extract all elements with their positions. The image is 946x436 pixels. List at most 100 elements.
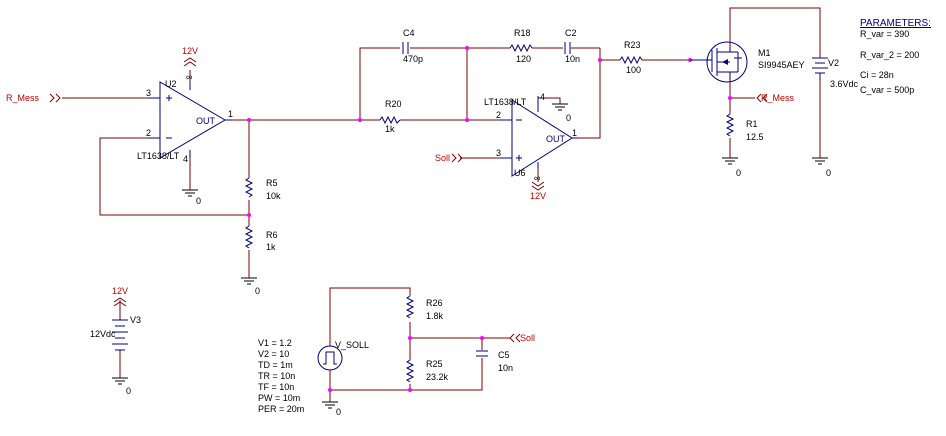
v2-value: 3.6Vdc <box>830 79 859 89</box>
param-c-var: C_var = 500p <box>860 85 914 95</box>
u2-out-label: OUT <box>196 116 216 126</box>
u2-part: LT1638/LT <box>137 151 180 161</box>
c5-value: 10n <box>498 363 513 373</box>
vsoll-param-6: PW = 10m <box>258 393 300 403</box>
r26-ref: R26 <box>426 298 443 308</box>
gnd-v2-label: 0 <box>826 168 831 178</box>
supply-12v-u2: 12V <box>182 46 198 67</box>
c4-ref: C4 <box>403 28 415 38</box>
capacitor-c4[interactable]: C4 470p <box>402 28 423 64</box>
vsoll-ref: V_SOLL <box>335 340 369 350</box>
resistor-r6[interactable]: R6 1k <box>244 225 278 252</box>
net-soll-out[interactable]: Soll <box>509 333 535 343</box>
r6-ref: R6 <box>266 230 278 240</box>
gnd-r1-label: 0 <box>736 168 741 178</box>
v3-ref: V3 <box>130 315 141 325</box>
r18-ref: R18 <box>514 28 531 38</box>
u2-pin-plus: 3 <box>146 88 151 98</box>
u6-part: LT1638/LT <box>484 97 527 107</box>
u6-pin-out: 1 <box>572 128 577 138</box>
r1-ref: R1 <box>746 119 758 129</box>
vsoll-param-4: TR = 10n <box>258 371 295 381</box>
battery-v3[interactable]: V3 12Vdc <box>90 315 141 352</box>
u6-pin-minus: 2 <box>496 110 501 120</box>
pulse-source-vsoll[interactable]: V_SOLL V1 = 1.2 V2 = 10 TD = 1m TR = 10n… <box>258 338 369 414</box>
u2-12v-label: 12V <box>182 46 198 56</box>
mosfet-m1[interactable]: M1 SI9945AEY <box>690 41 805 83</box>
m1-part: SI9945AEY <box>758 60 805 70</box>
resistor-r26[interactable]: R26 1.8k <box>405 295 444 321</box>
capacitor-c5[interactable]: C5 10n <box>476 350 513 373</box>
param-r-var: R_var = 390 <box>860 29 909 39</box>
c2-value: 10n <box>565 54 580 64</box>
param-r-var-2: R_var_2 = 200 <box>860 50 919 60</box>
ground-r1: 0 <box>722 157 741 178</box>
supply-12v-v3: 12V <box>112 286 128 307</box>
r25-value: 23.2k <box>426 372 449 382</box>
net-r-mess-input[interactable]: R_Mess <box>6 93 61 103</box>
soll-out-label: Soll <box>520 333 535 343</box>
c5-ref: C5 <box>498 350 510 360</box>
ground-r6: 0 <box>241 277 260 296</box>
resistor-r20[interactable]: R20 1k <box>379 99 402 134</box>
vsoll-param-5: TF = 10n <box>258 382 294 392</box>
param-ci: Ci = 28n <box>860 70 894 80</box>
parameters-header: PARAMETERS: <box>860 18 931 29</box>
r23-value: 100 <box>626 65 641 75</box>
r6-value: 1k <box>266 242 276 252</box>
resistor-r5[interactable]: R5 10k <box>244 177 281 201</box>
c4-value: 470p <box>403 54 423 64</box>
v3-12v-label: 12V <box>112 286 128 296</box>
vsoll-param-3: TD = 1m <box>258 360 293 370</box>
resistor-r23[interactable]: R23 100 <box>619 40 643 75</box>
battery-v2[interactable]: V2 3.6Vdc <box>812 57 859 89</box>
r26-value: 1.8k <box>426 311 444 321</box>
r5-ref: R5 <box>266 178 278 188</box>
resistor-r25[interactable]: R25 23.2k <box>405 359 449 383</box>
u2-pin-out: 1 <box>228 109 233 119</box>
u6-ref: U6 <box>514 168 526 178</box>
u2-pin-v: ∞ <box>186 72 192 82</box>
resistor-r1[interactable]: R1 12.5 <box>725 113 764 142</box>
u6-pin-plus: 3 <box>496 148 501 158</box>
gnd-u6-label: 0 <box>566 113 571 123</box>
net-r-mess-output[interactable]: R_Mess <box>756 93 795 103</box>
parameters-block: PARAMETERS: R_var = 390 R_var_2 = 200 Ci… <box>860 18 931 95</box>
opamp-u2[interactable]: U2 OUT 3 2 1 ∞ 4 LT1638/LT <box>137 72 233 164</box>
r18-value: 120 <box>516 54 531 64</box>
gnd-vsoll-label: 0 <box>336 407 341 417</box>
gnd-r6-label: 0 <box>255 286 260 296</box>
r20-value: 1k <box>385 124 395 134</box>
ground-u2: 0 <box>182 189 201 206</box>
net-soll-u6[interactable]: Soll <box>435 153 463 163</box>
wires <box>62 7 821 402</box>
gnd-v3-label: 0 <box>126 386 131 396</box>
capacitor-c2[interactable]: C2 10n <box>564 28 580 64</box>
r23-ref: R23 <box>624 40 641 50</box>
u2-ref: U2 <box>165 79 177 89</box>
ground-v2: 0 <box>812 157 831 178</box>
r-mess-input-label: R_Mess <box>6 93 40 103</box>
r-mess-output-label: R_Mess <box>761 93 795 103</box>
gnd-u2-label: 0 <box>196 196 201 206</box>
vsoll-param-7: PER = 20m <box>258 404 304 414</box>
m1-ref: M1 <box>758 48 771 58</box>
r1-value: 12.5 <box>746 132 764 142</box>
r5-value: 10k <box>266 191 281 201</box>
c2-ref: C2 <box>565 28 577 38</box>
u2-pin-minus: 2 <box>146 128 151 138</box>
resistor-r18[interactable]: R18 120 <box>509 28 533 64</box>
r25-ref: R25 <box>426 359 443 369</box>
ground-v3: 0 <box>112 377 131 396</box>
ground-vsoll: 0 <box>322 401 341 417</box>
u6-out-label: OUT <box>546 134 566 144</box>
vsoll-param-2: V2 = 10 <box>258 349 289 359</box>
v3-value: 12Vdc <box>90 329 116 339</box>
u6-pin-v: ∞ <box>534 173 540 183</box>
ground-u6: 0 <box>552 103 571 123</box>
opamp-u6[interactable]: U6 OUT 2 3 1 ∞ 4 LT1638/LT <box>484 92 578 183</box>
r20-ref: R20 <box>385 99 402 109</box>
u6-12v-label: 12V <box>530 191 546 201</box>
u6-pin-g: 4 <box>540 92 545 102</box>
